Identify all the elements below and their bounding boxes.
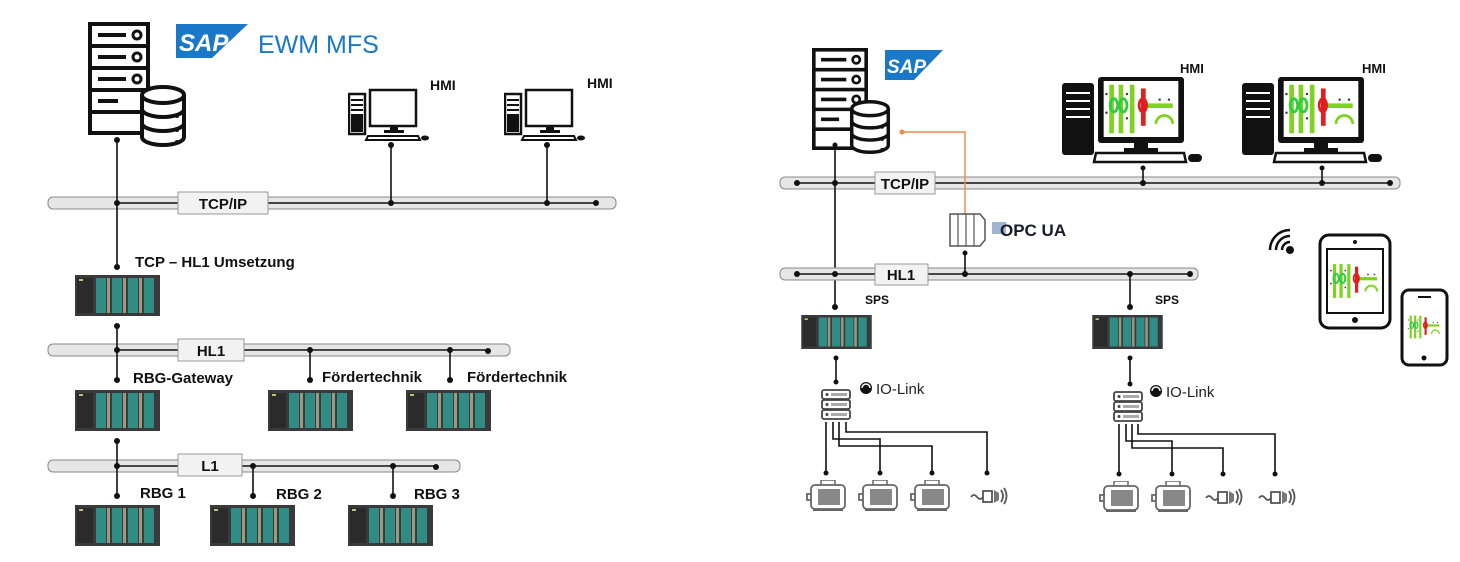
- rbg-label: RBG 3: [414, 486, 460, 503]
- tcp-ip-bus: TCP/IP: [47, 191, 617, 215]
- plc-icon: [75, 275, 160, 316]
- hmi-label: HMI: [1362, 61, 1386, 76]
- svg-text:TCP/IP: TCP/IP: [881, 176, 929, 193]
- sensor-icon: [1258, 488, 1296, 506]
- left-diagram: SAP EWM MFS HMI HMI TCP/IP TCP – HL1 Ums…: [47, 22, 617, 546]
- database-icon: [849, 100, 891, 154]
- sensor-icon: [970, 487, 1008, 505]
- right-diagram: SAP HMI HMI TCP/IP OPC UA: [779, 48, 1449, 512]
- server-icon: [88, 22, 150, 135]
- svg-text:IO-Link: IO-Link: [1166, 384, 1215, 401]
- svg-text:SAP: SAP: [887, 57, 926, 78]
- sps-label: SPS: [1155, 293, 1179, 307]
- product-title: EWM MFS: [258, 31, 379, 59]
- io-link-master-icon: [1113, 391, 1143, 422]
- hmi-pc-icon: [504, 88, 586, 142]
- rbg-label: RBG 2: [276, 486, 322, 503]
- svg-text:L1: L1: [201, 458, 219, 475]
- plc-icon: [268, 390, 353, 431]
- svg-text:HL1: HL1: [197, 343, 225, 360]
- io-link-logo: IO-Link: [1150, 384, 1215, 401]
- hl1-bus: HL1: [47, 338, 511, 362]
- motor-icon: [1099, 481, 1139, 512]
- conveyor-label: Fördertechnik: [467, 369, 568, 386]
- svg-text:IO-Link: IO-Link: [876, 381, 925, 398]
- svg-text:SAP: SAP: [179, 30, 229, 57]
- hmi-label: HMI: [587, 75, 613, 91]
- hmi-pc-icon: [1062, 77, 1202, 162]
- rbg-label: RBG 1: [140, 485, 186, 502]
- opc-ua-logo: OPC UA: [992, 221, 1066, 240]
- tablet-icon: [1318, 233, 1392, 330]
- plc-icon: [406, 390, 491, 431]
- converter-label: TCP – HL1 Umsetzung: [135, 254, 295, 271]
- plc-icon: [1092, 315, 1163, 349]
- motor-icon: [806, 480, 846, 511]
- plc-icon: [75, 505, 160, 546]
- hmi-label: HMI: [430, 77, 456, 93]
- opc-server-icon: [949, 213, 986, 247]
- svg-text:TCP/IP: TCP/IP: [199, 196, 247, 213]
- hmi-pc-icon: [1242, 77, 1382, 162]
- motor-icon: [910, 480, 950, 511]
- sps-label: SPS: [865, 293, 889, 307]
- sap-logo: SAP: [885, 50, 943, 80]
- plc-icon: [75, 390, 160, 431]
- sap-logo: SAP: [176, 24, 248, 58]
- io-link-logo: IO-Link: [860, 381, 925, 398]
- svg-text:HL1: HL1: [887, 267, 915, 284]
- svg-text:OPC UA: OPC UA: [1000, 221, 1066, 240]
- hmi-pc-icon: [348, 88, 430, 142]
- database-icon: [140, 85, 186, 147]
- wifi-icon: [1268, 228, 1294, 254]
- io-link-master-icon: [821, 389, 851, 420]
- plc-icon: [210, 505, 295, 546]
- hl1-bus: HL1: [779, 263, 1199, 286]
- hmi-label: HMI: [1180, 61, 1204, 76]
- plc-icon: [348, 505, 433, 546]
- conveyor-label: Fördertechnik: [322, 369, 423, 386]
- motor-icon: [858, 480, 898, 511]
- gateway-label: RBG-Gateway: [133, 370, 234, 387]
- tcp-ip-bus: TCP/IP: [779, 171, 1401, 195]
- smartphone-icon: [1400, 288, 1449, 367]
- motor-icon: [1151, 481, 1191, 512]
- sensor-icon: [1205, 488, 1243, 506]
- plc-icon: [801, 315, 872, 349]
